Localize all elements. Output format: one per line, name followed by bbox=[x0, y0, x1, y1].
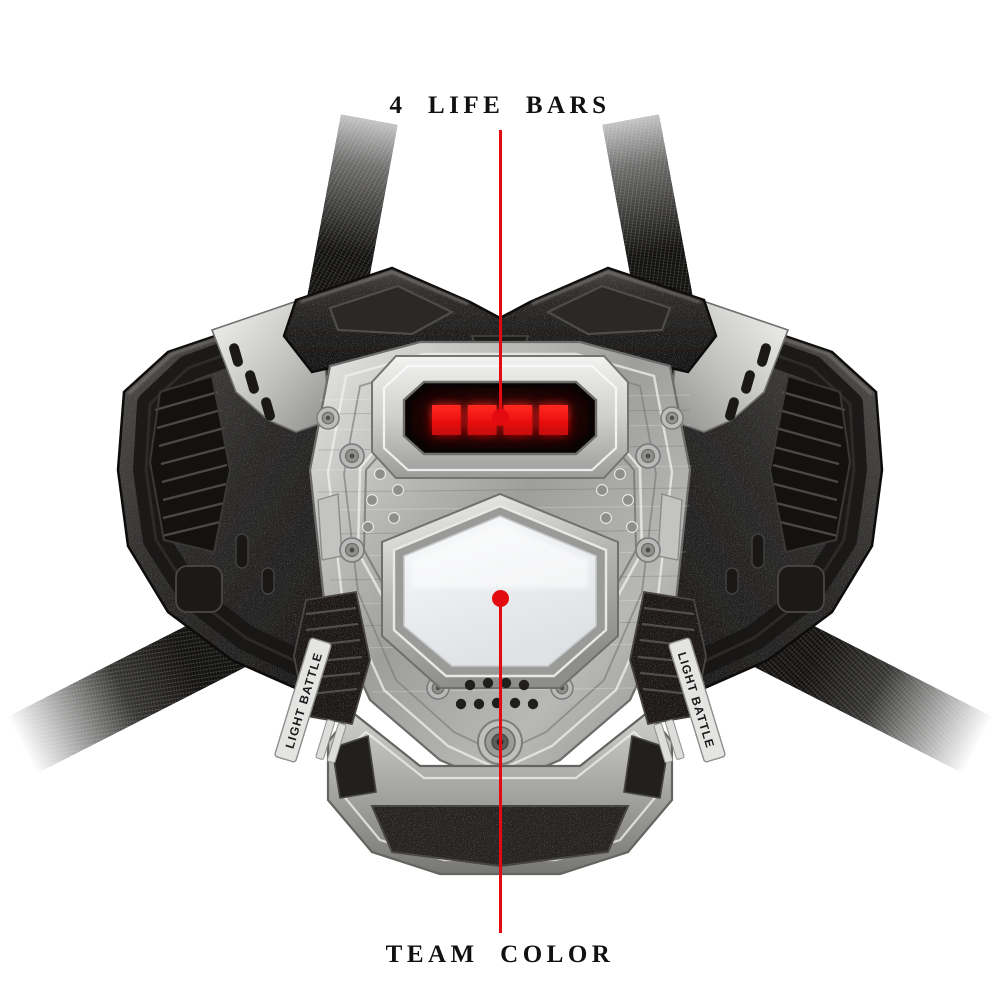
left-wing-detail-buttons bbox=[175, 533, 275, 613]
top-callout-dot bbox=[492, 409, 509, 426]
life-bar-display bbox=[432, 405, 568, 435]
bottom-callout-label: TEAM COLOR bbox=[385, 941, 615, 968]
bottom-callout-dot bbox=[492, 590, 509, 607]
left-vent-grille bbox=[148, 374, 232, 554]
left-plate-slots bbox=[229, 343, 275, 421]
life-bar-segment bbox=[467, 405, 497, 435]
right-wing-detail-buttons bbox=[725, 533, 825, 613]
top-callout-label: 4 LIFE BARS bbox=[389, 92, 611, 119]
life-bar-segment bbox=[539, 405, 568, 435]
life-bar-segment bbox=[432, 405, 461, 435]
right-vent-grille bbox=[768, 374, 852, 554]
right-plate-slots bbox=[725, 343, 771, 421]
top-callout-leader-line bbox=[499, 130, 502, 418]
bottom-callout-leader-line bbox=[499, 598, 502, 933]
